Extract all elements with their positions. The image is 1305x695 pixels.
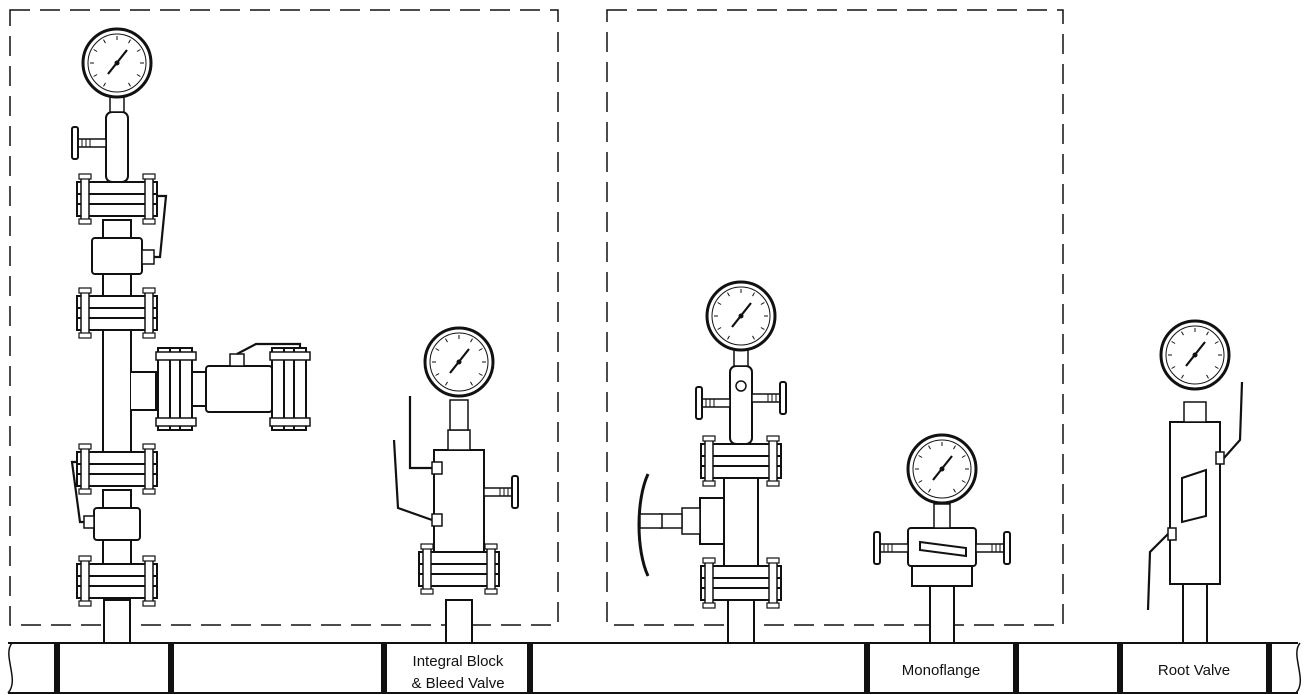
assembly-monoflange xyxy=(873,433,1011,644)
pressure-gauge-icon xyxy=(705,280,777,352)
main-pipe xyxy=(7,642,1301,694)
pressure-gauge-icon xyxy=(423,326,495,398)
pressure-gauge-icon xyxy=(81,27,153,99)
assembly-root-valve xyxy=(1146,319,1244,644)
dashed-enclosure-middle xyxy=(606,9,1064,626)
label-integral-block-line1: Integral Block xyxy=(413,653,504,670)
handwheel-icon xyxy=(637,473,663,577)
pressure-gauge-icon xyxy=(1159,319,1231,391)
assembly-double-block-bleed xyxy=(70,27,311,644)
assembly-integral-block-bleed xyxy=(392,326,519,644)
label-root-valve: Root Valve xyxy=(1158,662,1230,679)
pressure-gauge-icon xyxy=(906,433,978,505)
label-monoflange: Monoflange xyxy=(902,662,980,679)
label-integral-block-line2: & Bleed Valve xyxy=(411,675,504,692)
assembly-gate-valve-manifold xyxy=(637,280,787,644)
dashed-enclosure-left xyxy=(9,9,559,626)
